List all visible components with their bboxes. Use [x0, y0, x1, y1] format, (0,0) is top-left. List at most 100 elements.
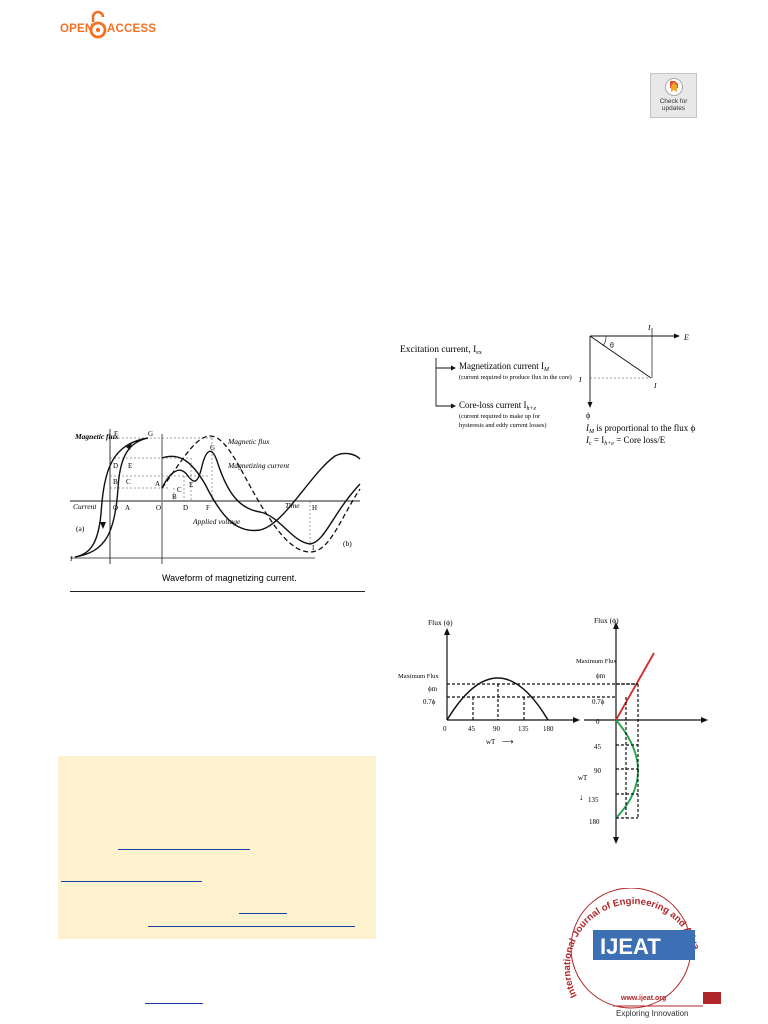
- relation-2-prefix: = I: [594, 435, 604, 445]
- red-flux-line: [615, 652, 655, 721]
- magnetization-current-label: Magnetization current I: [459, 361, 544, 371]
- x-axis-label: wT: [486, 738, 496, 746]
- panel-a-label: (a): [76, 524, 85, 533]
- e1-label: E: [683, 333, 689, 342]
- applied-voltage-curve: [161, 452, 361, 532]
- svg-text:D: D: [113, 462, 118, 470]
- relation-2: = Core loss/E: [616, 435, 666, 445]
- check-for-updates-line2: updates: [661, 105, 686, 112]
- core-loss-note-1: (current required to make up for: [459, 413, 541, 420]
- svg-text:G: G: [210, 444, 215, 452]
- right-dashed-guides: [616, 683, 639, 819]
- svg-text:F: F: [206, 504, 210, 512]
- magnetizing-current-curve: [161, 450, 361, 545]
- ijeat-url: www.ijeat.org: [620, 995, 666, 1002]
- open-access-logo: OPEN ACCESS: [58, 10, 158, 44]
- applied-voltage-label: Applied voltage: [192, 517, 241, 526]
- svg-text:O: O: [156, 504, 161, 512]
- svg-text:90: 90: [493, 725, 501, 733]
- magnetizing-current-figure: Magnetic flux Magnetic flux Magnetizing …: [70, 429, 361, 583]
- svg-text:Magnetization current IM: Magnetization current IM: [459, 361, 550, 373]
- link-underline-1[interactable]: [118, 849, 250, 850]
- svg-text:A: A: [125, 504, 130, 512]
- svg-text:A: A: [155, 480, 160, 488]
- svg-text:J: J: [70, 555, 73, 563]
- left-flux-sine: [446, 677, 549, 721]
- svg-text:E: E: [128, 462, 132, 470]
- phi-m-left: ϕm: [428, 685, 438, 693]
- svg-text:I: I: [312, 544, 315, 552]
- panel-b-label: (b): [343, 539, 352, 548]
- left-y-label: Flux (ϕ): [428, 618, 453, 627]
- svg-text:0: 0: [596, 718, 600, 726]
- flux-level-lines: [110, 437, 311, 544]
- x-tick-labels: 0 45 90 135 180: [443, 725, 554, 733]
- magnetization-note: (current required to produce flux in the…: [459, 374, 572, 381]
- svg-text:135: 135: [518, 725, 529, 733]
- link-underline-5[interactable]: [145, 1003, 203, 1004]
- svg-text:C: C: [177, 486, 182, 494]
- svg-text:G: G: [148, 430, 153, 438]
- svg-text:IM is proportional to the flux: IM is proportional to the flux ϕ: [585, 423, 695, 435]
- logo-banner: [593, 930, 695, 960]
- bookmark-icon: [665, 78, 683, 96]
- caption-rule: [70, 591, 365, 592]
- current-axis-label: Current: [73, 502, 97, 511]
- max-flux-right: Maximum Flux: [576, 658, 617, 665]
- magnetizing-current-label: Magnetizing current: [227, 461, 290, 470]
- left-dashed-guides: [447, 683, 638, 720]
- svg-text:180: 180: [543, 725, 554, 733]
- magnetic-flux-curve: [161, 435, 361, 553]
- check-for-updates-button[interactable]: Check for updates: [650, 73, 697, 118]
- phi-m-right: ϕm: [596, 672, 606, 680]
- relation-1: is proportional to the flux ϕ: [596, 423, 695, 433]
- phasor-diagram: I E θ I I ϕ: [578, 323, 689, 420]
- svg-text:B: B: [113, 478, 118, 486]
- point-labels: F G D E B C O A J A O B C D E F G H I: [70, 430, 317, 563]
- excitation-current-label: Excitation current, I: [400, 345, 476, 355]
- phi-07-right: 0.7ϕ: [592, 698, 605, 706]
- ijeat-tagline: Exploring Innovation: [616, 1009, 689, 1018]
- svg-text:45: 45: [468, 725, 476, 733]
- flux-waveform-figure: Flux (ϕ) Maximum Flux ϕm 0.7ϕ 0 45 90 13…: [398, 616, 708, 844]
- link-underline-2[interactable]: [61, 881, 202, 882]
- core-loss-note-2: hysteresis and eddy current losses): [459, 422, 546, 429]
- svg-text:O: O: [113, 504, 118, 512]
- check-for-updates-line1: Check for: [659, 98, 688, 105]
- svg-text:45: 45: [594, 743, 602, 751]
- io-label: I: [653, 381, 657, 390]
- hysteresis-loop: [74, 437, 149, 558]
- svg-text:⟶: ⟶: [502, 737, 514, 746]
- open-lock-icon: [89, 10, 107, 39]
- svg-text:B: B: [172, 493, 177, 501]
- link-underline-3[interactable]: [239, 913, 287, 914]
- ic-label: I: [647, 323, 651, 332]
- open-access-right-text: ACCESS: [107, 23, 157, 35]
- loop-arrow-down: [100, 522, 106, 529]
- svg-text:135: 135: [588, 796, 599, 804]
- link-underline-4[interactable]: [148, 926, 355, 927]
- tree-connector: [435, 358, 454, 407]
- magnetic-flux-axis-label: Magnetic flux: [74, 432, 119, 441]
- svg-text:F: F: [114, 430, 118, 438]
- right-y-label: Flux (ϕ): [594, 616, 619, 625]
- loop-arrow-up: [126, 443, 132, 450]
- svg-text:Core-loss current Ih+e: Core-loss current Ih+e: [459, 400, 537, 412]
- svg-text:C: C: [126, 478, 131, 486]
- y-down-label: wT: [578, 774, 588, 782]
- time-axis-label: Time: [285, 501, 300, 510]
- svg-text:0: 0: [443, 725, 447, 733]
- svg-text:90: 90: [594, 767, 602, 775]
- svg-text:180: 180: [589, 818, 600, 826]
- phi-label: ϕ: [586, 411, 590, 420]
- ijeat-abbr: IJEAT: [600, 934, 661, 959]
- notice-box: [58, 756, 376, 939]
- figure-caption: Waveform of magnetizing current.: [162, 573, 297, 583]
- max-flux-left: Maximum Flux: [398, 673, 439, 680]
- ijeat-logo: International Journal of Engineering and…: [553, 888, 721, 1018]
- excitation-current-figure: Excitation current, Iex Magnetization cu…: [400, 323, 695, 447]
- svg-text:Ic = Ih+e = Core loss/E: Ic = Ih+e = Core loss/E: [585, 435, 666, 447]
- svg-text:D: D: [183, 504, 188, 512]
- im-label: I: [578, 375, 582, 384]
- svg-text:H: H: [312, 504, 317, 512]
